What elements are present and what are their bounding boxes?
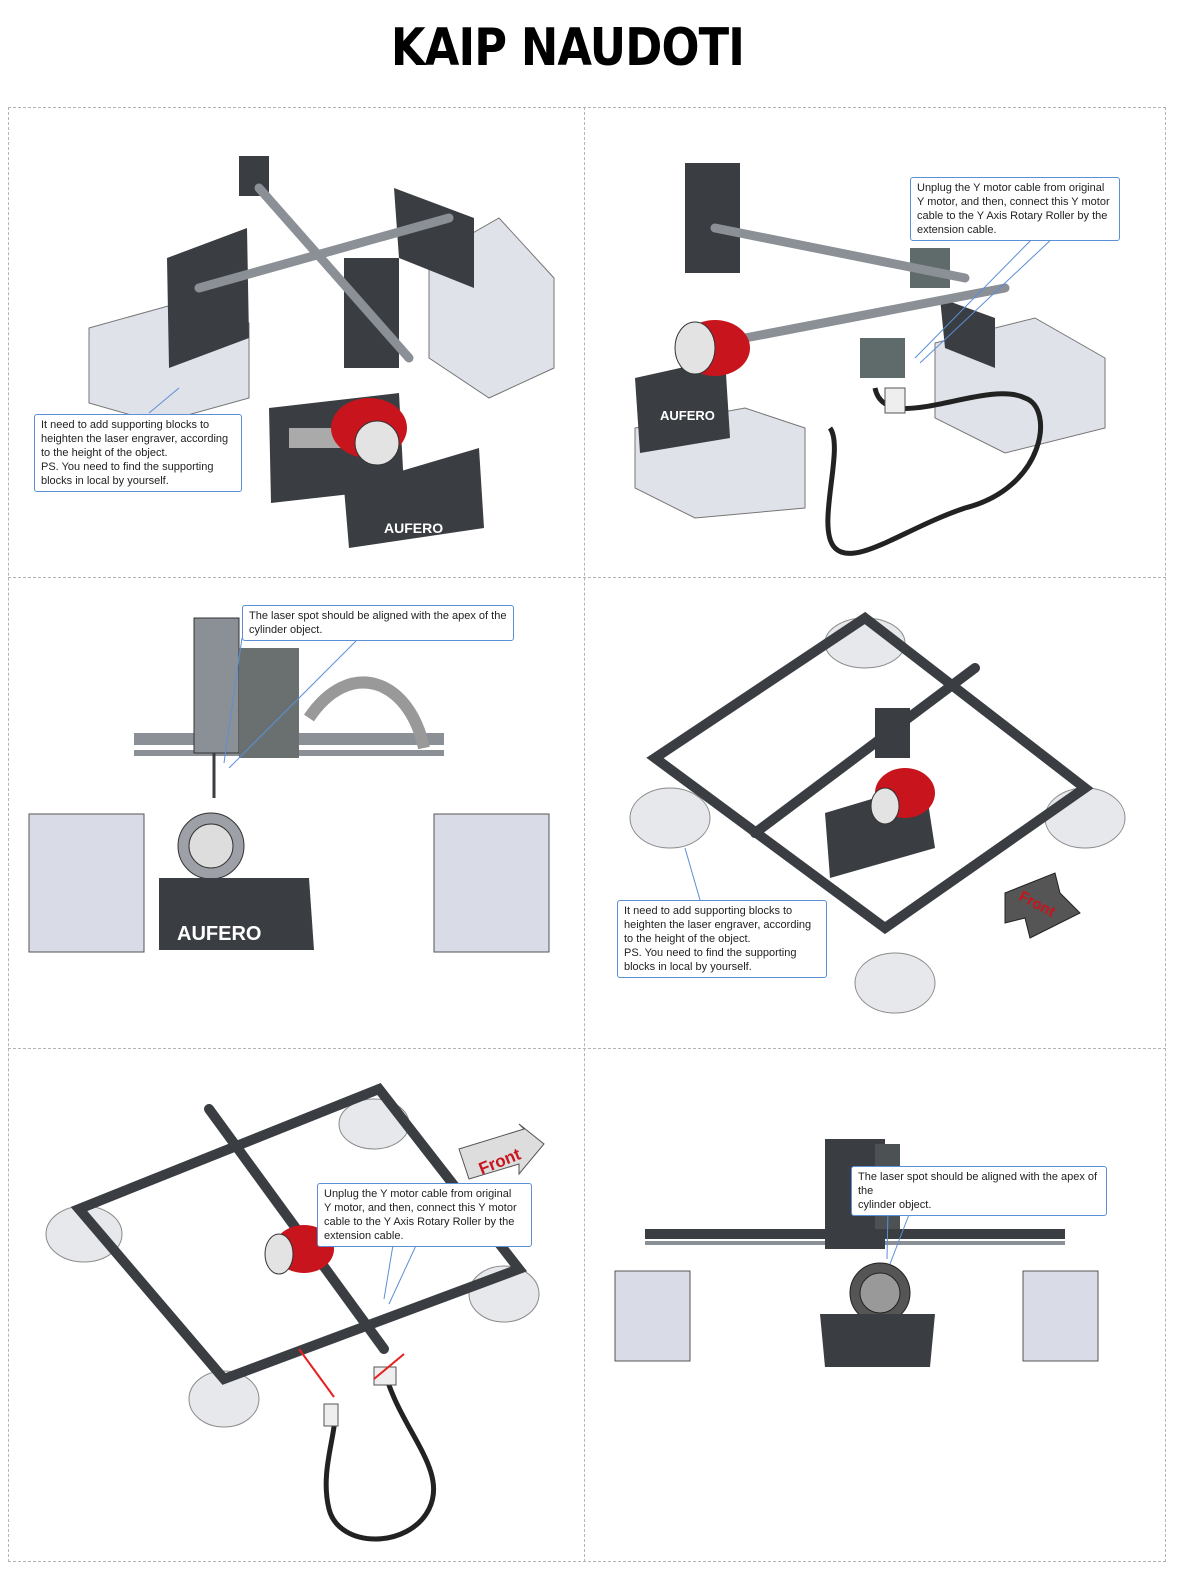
divider — [8, 1561, 1166, 1562]
step-panel-4: Front It need to add supporting blocks t… — [585, 578, 1165, 1048]
divider — [8, 107, 1166, 108]
step-panel-6: The laser spot should be aligned with th… — [585, 1049, 1165, 1561]
callout-support-blocks: It need to add supporting blocks to heig… — [34, 414, 242, 492]
step-panel-2: AUFERO Unplug the Y motor cable from ori… — [585, 108, 1165, 577]
divider — [8, 577, 1166, 578]
callout-text: The laser spot should be aligned with th… — [249, 610, 507, 636]
divider — [8, 107, 9, 1562]
callout-text: Unplug the Y motor cable from original Y… — [324, 1188, 517, 1242]
page-title: KAIP NAUDOTI — [390, 18, 745, 78]
callout-y-motor-cable: Unplug the Y motor cable from original Y… — [317, 1183, 532, 1247]
divider — [8, 1048, 1166, 1049]
callout-text: Unplug the Y motor cable from original Y… — [917, 182, 1110, 236]
callout-text: It need to add supporting blocks to heig… — [624, 905, 812, 973]
callout-y-motor-cable: Unplug the Y motor cable from original Y… — [910, 177, 1120, 241]
step-panel-3: AUFERO The laser spot should be aligned … — [9, 578, 584, 1048]
step-panel-5: Front Unplug the Y motor cable from orig… — [9, 1049, 584, 1561]
divider — [584, 107, 585, 1562]
y-motor-cable-illustration: AUFERO — [634, 163, 1106, 556]
callout-text: It need to add supporting blocks to heig… — [41, 419, 229, 487]
laser-alignment-front-view: AUFERO — [28, 617, 550, 953]
divider — [1165, 107, 1166, 1562]
callout-support-blocks: It need to add supporting blocks to heig… — [617, 900, 827, 978]
callout-text: The laser spot should be aligned with th… — [858, 1171, 1098, 1211]
instruction-grid: AUFERO It need to add supporting blocks … — [8, 107, 1166, 1562]
frame-cable-connection: Front — [45, 1082, 545, 1542]
engraver-on-blocks-illustration: AUFERO — [88, 156, 555, 548]
callout-laser-alignment: The laser spot should be aligned with th… — [242, 605, 514, 641]
brand-logo: AUFERO — [384, 520, 443, 536]
brand-logo: AUFERO — [660, 408, 715, 423]
engraver-frame-on-cylinders: Front — [629, 611, 1126, 1014]
callout-laser-alignment: The laser spot should be aligned with th… — [851, 1166, 1107, 1216]
step-panel-1: AUFERO It need to add supporting blocks … — [9, 108, 584, 577]
laser-alignment-side-view — [614, 1139, 1099, 1367]
brand-logo: AUFERO — [177, 923, 261, 945]
